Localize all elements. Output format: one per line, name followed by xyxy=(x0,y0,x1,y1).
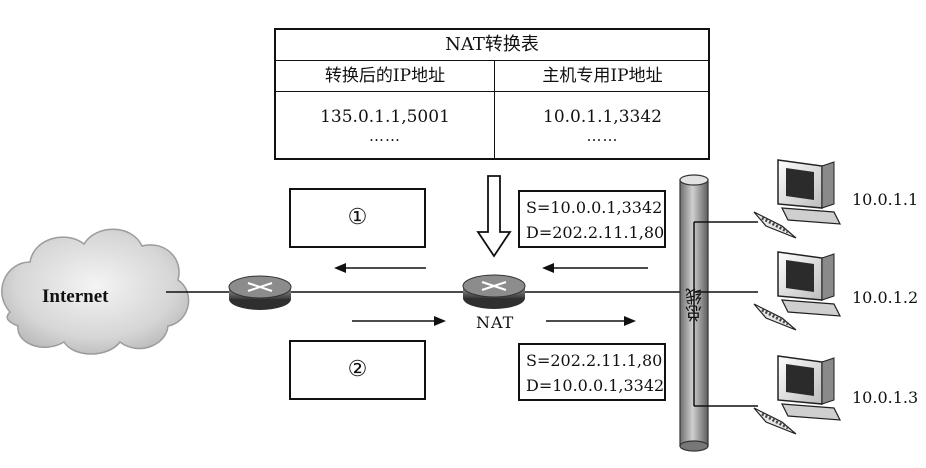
nat-table-header-translated: 转换后的IP地址 xyxy=(276,61,495,92)
nat-table-cell-translated: 135.0.1.1,5001 …… xyxy=(276,92,495,158)
host-ip-label-2: 10.0.1.2 xyxy=(852,288,919,307)
flow-box-2: ② xyxy=(289,340,426,400)
packet-in-source: S=202.2.11.1,80 xyxy=(526,351,663,370)
nat-table-title: NAT转换表 xyxy=(276,30,708,61)
router-icon xyxy=(228,275,292,310)
packet-in-box: S=202.2.11.1,80 D=10.0.0.1,3342 xyxy=(518,343,666,401)
nat-table-value: 135.0.1.1,5001 xyxy=(320,107,450,127)
packet-out-destination: D=202.2.11.1,80 xyxy=(526,223,665,242)
internet-cloud-icon xyxy=(1,228,190,355)
nat-label: NAT xyxy=(476,313,515,332)
computer-icon-3 xyxy=(753,355,842,435)
packet-out-box: S=10.0.0.1,3342 D=202.2.11.1,80 xyxy=(518,190,666,248)
nat-table: NAT转换表 转换后的IP地址 主机专用IP地址 135.0.1.1,5001 … xyxy=(274,28,710,160)
nat-table-ellipsis: …… xyxy=(586,127,619,145)
nat-table-cell-private: 10.0.1.1,3342 …… xyxy=(495,92,710,158)
nat-table-ellipsis: …… xyxy=(369,127,401,145)
down-arrow-icon xyxy=(476,175,512,258)
host-ip-label-3: 10.0.1.3 xyxy=(852,388,919,407)
host-ip-label-1: 10.0.1.1 xyxy=(852,190,919,209)
packet-in-destination: D=10.0.0.1,3342 xyxy=(526,376,665,395)
nat-router-icon xyxy=(462,274,526,309)
flow-box-1: ① xyxy=(289,188,426,248)
flow-marker-2: ② xyxy=(347,357,368,382)
internet-label: Internet xyxy=(42,286,109,307)
flow-marker-1: ① xyxy=(347,205,368,230)
computer-icon-1 xyxy=(753,159,842,239)
nat-table-value: 10.0.1.1,3342 xyxy=(543,107,662,127)
nat-table-header-private: 主机专用IP地址 xyxy=(495,61,710,92)
bus-label: 总线 xyxy=(686,288,706,322)
packet-out-source: S=10.0.0.1,3342 xyxy=(526,198,663,217)
computer-icon-2 xyxy=(753,251,842,331)
